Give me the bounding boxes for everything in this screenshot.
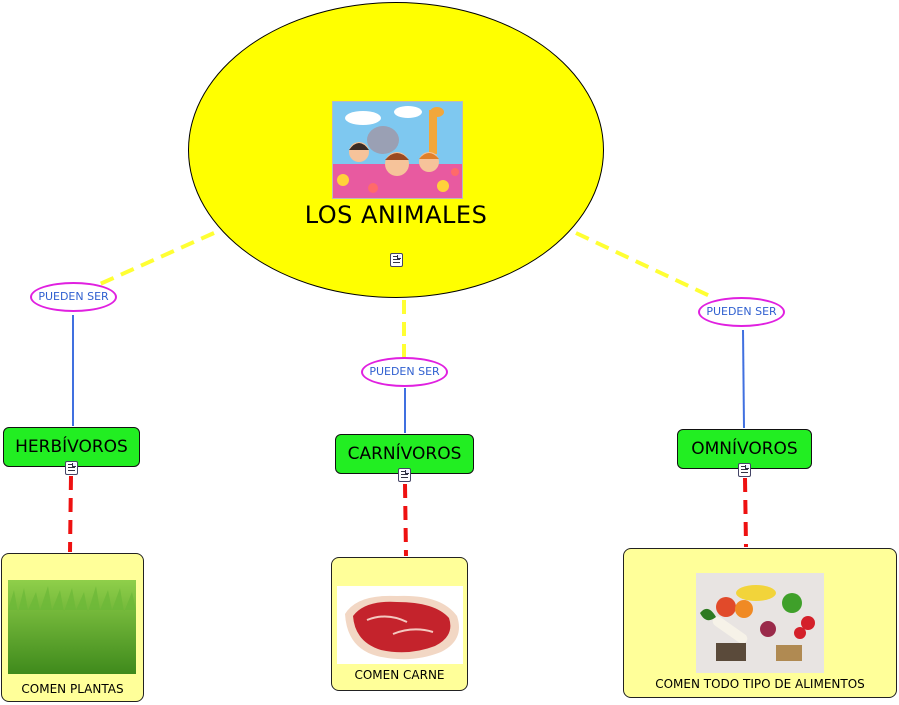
resource-meat-caption: COMEN CARNE: [354, 668, 445, 682]
grass-image: [8, 580, 136, 674]
resource-all-caption: COMEN TODO TIPO DE ALIMENTOS: [655, 677, 865, 691]
note-icon-main[interactable]: [390, 253, 403, 267]
connector-main-right: [575, 231, 715, 300]
steak-image: [337, 586, 463, 664]
kids-animals-image: [332, 101, 463, 199]
connector-carnivoros-meat: [403, 483, 408, 557]
link-label-right: PUEDEN SER: [698, 297, 785, 327]
note-icon-omnivoros[interactable]: [738, 463, 751, 477]
link-label-center: PUEDEN SER: [361, 357, 448, 387]
connector-omnivoros-all: [743, 477, 748, 548]
note-icon-herbivoros[interactable]: [65, 461, 78, 475]
resource-plants[interactable]: COMEN PLANTAS: [1, 553, 144, 702]
connector-main-left: [99, 231, 215, 286]
concept-carnivoros[interactable]: CARNÍVOROS: [335, 434, 474, 474]
concept-herbivoros[interactable]: HERBÍVOROS: [3, 427, 140, 467]
main-title: LOS ANIMALES: [304, 201, 488, 229]
main-concept-node[interactable]: LOS ANIMALES: [188, 2, 604, 298]
assorted-food-image: [696, 573, 824, 673]
link-label-left: PUEDEN SER: [30, 282, 117, 312]
resource-plants-caption: COMEN PLANTAS: [21, 682, 124, 696]
note-icon-carnivoros[interactable]: [398, 468, 411, 482]
resource-meat[interactable]: COMEN CARNE: [331, 557, 468, 691]
resource-all[interactable]: COMEN TODO TIPO DE ALIMENTOS: [623, 548, 897, 698]
concept-omnivoros[interactable]: OMNÍVOROS: [677, 429, 812, 469]
connector-right-omnivoros: [742, 329, 745, 429]
connector-herbivoros-plants: [68, 475, 73, 553]
